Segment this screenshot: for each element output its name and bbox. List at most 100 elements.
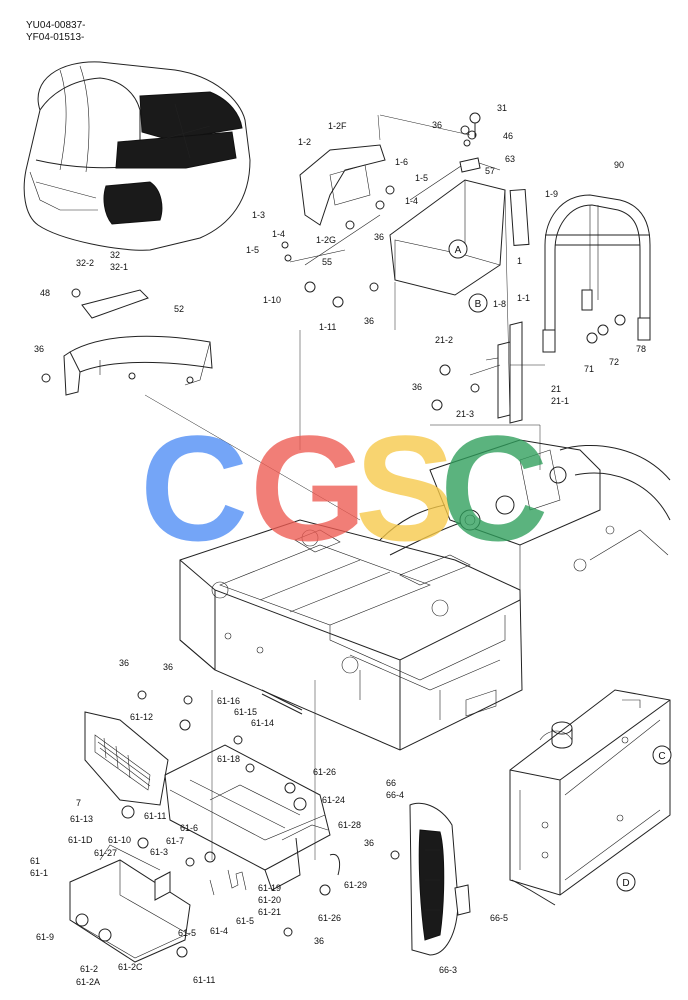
- part-label: 66: [386, 778, 396, 788]
- part-label: 36: [364, 838, 374, 848]
- part-label: 61-2A: [76, 977, 100, 987]
- part-label: 46: [503, 131, 513, 141]
- upper-frame-illustration: [179, 504, 523, 751]
- watermark-letter-1: C: [140, 404, 248, 572]
- canopy-illustration: [23, 61, 251, 251]
- part-label: 32: [110, 250, 120, 260]
- part-label: 7: [76, 798, 81, 808]
- part-label: 1-6: [395, 157, 408, 167]
- part-label: 1-10: [263, 295, 281, 305]
- part-label: 61-28: [338, 820, 361, 830]
- part-label: 66-4: [386, 790, 404, 800]
- part-label: 21: [551, 384, 561, 394]
- part-label: 61-26: [318, 913, 341, 923]
- part-label: 90: [614, 160, 624, 170]
- callout-b-letter: B: [475, 299, 482, 310]
- part-label: 1-11: [319, 322, 336, 332]
- part-label: 36: [163, 662, 173, 672]
- part-label: 61: [30, 856, 40, 866]
- part-label: 61-2C: [118, 962, 143, 972]
- part-label: 61-3: [150, 847, 168, 857]
- part-label: 61-5: [178, 928, 196, 938]
- part-label: 36: [374, 232, 384, 242]
- part-label: 61-5: [236, 916, 254, 926]
- part-label: 61-2: [80, 964, 98, 974]
- part-label: 61-4: [210, 926, 228, 936]
- watermark-letter-4: C: [440, 404, 548, 572]
- part-label: 61-6: [180, 823, 198, 833]
- part-label: 61-20: [258, 895, 281, 905]
- boom-mount-illustration: [429, 439, 671, 600]
- part-label: 1-4: [272, 229, 285, 239]
- part-label: 36: [314, 936, 324, 946]
- part-labels: 31 36 46 63 57 1-2F 1-2 1-6 1-5 1-4 1-9 …: [30, 103, 646, 987]
- part-label: 61-21: [258, 907, 281, 917]
- part-label: 61-14: [251, 718, 274, 728]
- part-label: 61-11: [144, 811, 166, 821]
- part-label: 1-8: [493, 299, 506, 309]
- part-label: 1-2G: [316, 235, 336, 245]
- part-label: 63: [505, 154, 515, 164]
- part-label: 66-3: [439, 965, 457, 975]
- part-label: 36: [432, 120, 442, 130]
- part-label: 61-1: [30, 868, 48, 878]
- part-label: 1-4: [405, 196, 418, 206]
- watermark-letter-3: S: [355, 404, 455, 572]
- part-label: 61-15: [234, 707, 257, 717]
- part-label: 48: [40, 288, 50, 298]
- part-label: 61-26: [313, 767, 336, 777]
- part-label: 36: [119, 658, 129, 668]
- part-label: 52: [174, 304, 184, 314]
- callout-a-letter: A: [455, 245, 462, 256]
- upper-bracket-assembly: [281, 112, 530, 411]
- part-label: 61-1D: [68, 835, 93, 845]
- side-panel-illustration: [390, 802, 471, 956]
- model-code-1: YU04-00837-: [26, 20, 85, 31]
- part-label: 1-9: [545, 189, 558, 199]
- part-label: 1: [517, 256, 522, 266]
- part-label: 72: [609, 357, 619, 367]
- part-label: 61-27: [94, 848, 117, 858]
- part-label: 61-7: [166, 836, 184, 846]
- part-label: 1-2: [298, 137, 311, 147]
- radiator-illustration: [509, 689, 671, 906]
- part-label: 36: [364, 316, 374, 326]
- part-label: 61-12: [130, 712, 153, 722]
- part-label: 55: [322, 257, 332, 267]
- part-label: 1-2F: [328, 121, 347, 131]
- callout-d-letter: D: [622, 878, 629, 889]
- part-label: 61-13: [70, 814, 93, 824]
- callout-d: D: [616, 872, 636, 892]
- part-label: 57: [485, 166, 495, 176]
- part-label: 61-24: [322, 795, 345, 805]
- part-label: 21-2: [435, 335, 453, 345]
- part-label: 78: [636, 344, 646, 354]
- part-label: 21-3: [456, 409, 474, 419]
- part-label: 61-29: [344, 880, 367, 890]
- part-label: 1-3: [252, 210, 265, 220]
- part-label: 1-1: [517, 293, 530, 303]
- part-label: 21-1: [551, 396, 569, 406]
- callout-c: C: [652, 745, 672, 765]
- watermark: C G S C: [140, 404, 548, 572]
- fender-illustration: [41, 288, 213, 396]
- part-label: 66-5: [490, 913, 508, 923]
- part-label: 36: [34, 344, 44, 354]
- part-label: 61-18: [217, 754, 240, 764]
- part-label: 71: [584, 364, 594, 374]
- part-label: 32-2: [76, 258, 94, 268]
- part-label: 36: [412, 382, 422, 392]
- part-label: 61-19: [258, 883, 281, 893]
- model-code-2: YF04-01513-: [26, 32, 84, 43]
- part-label: 32-1: [110, 262, 128, 272]
- part-label: 61-10: [108, 835, 131, 845]
- leader-lines-upper: [144, 114, 545, 521]
- watermark-letter-2: G: [250, 404, 367, 572]
- callout-a: A: [448, 239, 468, 259]
- callout-b: B: [468, 293, 488, 313]
- lower-covers-illustration: [69, 680, 341, 963]
- part-label: 61-11: [193, 975, 215, 985]
- handrail-illustration: [542, 194, 651, 353]
- callout-c-letter: C: [658, 751, 665, 762]
